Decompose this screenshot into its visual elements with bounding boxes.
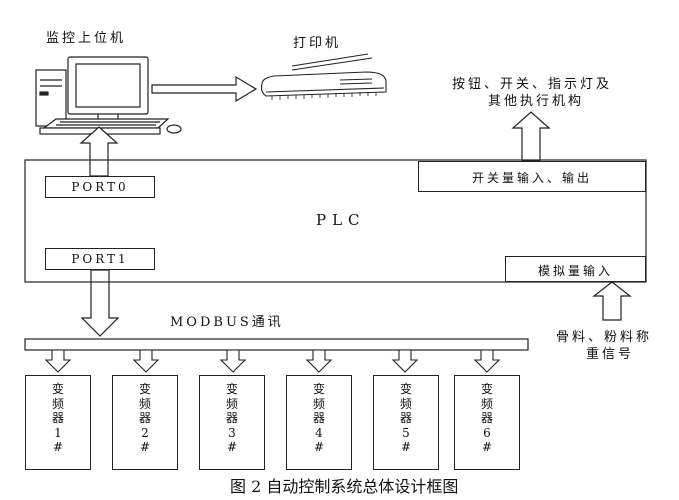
host-label: 监控上位机 (46, 31, 127, 46)
vfd-box-6: 变 频 器 6 # (454, 375, 520, 470)
analog-input-label: 模拟量输入 (537, 264, 613, 278)
port1-bus-arrow (80, 269, 120, 337)
io-devices-label-line1: 按钮、开关、指示灯及 (452, 77, 613, 92)
vfd-box-1: 变 频 器 1 # (25, 375, 91, 470)
drop-arrow-3 (219, 349, 247, 373)
vfd-6-char1: 变 (480, 382, 493, 396)
vfd-box-5: 变 频 器 5 # (373, 375, 439, 470)
vfd-6-number: 6 (483, 425, 491, 440)
vfd-5-char1: 变 (399, 382, 412, 396)
vfd-4-char1: 变 (312, 382, 325, 396)
vfd-1-hash: # (52, 440, 64, 454)
vfd-5-char3: 器 (399, 411, 412, 425)
port0-label: PORT0 (71, 180, 129, 194)
vfd-3-char3: 器 (225, 411, 238, 425)
vfd-1-char3: 器 (51, 411, 64, 425)
vfd-2-number: 2 (141, 425, 149, 440)
digital-io-box: 开关量输入、输出 (418, 161, 646, 192)
vfd-2-char1: 变 (138, 382, 151, 396)
vfd-4-number: 4 (315, 425, 323, 440)
vfd-2-char2: 频 (138, 396, 151, 411)
vfd-2-hash: # (139, 440, 151, 454)
port1-box: PORT1 (45, 248, 155, 270)
drop-arrow-6 (473, 349, 501, 373)
vfd-5-char2: 频 (399, 396, 412, 411)
vfd-3-char2: 频 (225, 396, 238, 411)
drop-arrow-2 (132, 349, 160, 373)
digital-io-label: 开关量输入、输出 (471, 171, 592, 185)
vfd-5-number: 5 (402, 425, 410, 440)
host-to-printer-arrow (151, 75, 258, 103)
vfd-box-3: 变 频 器 3 # (199, 375, 265, 470)
vfd-4-char3: 器 (312, 411, 325, 425)
vfd-1-char2: 频 (51, 396, 64, 411)
vfd-3-number: 3 (228, 425, 236, 440)
vfd-1-number: 1 (54, 425, 62, 440)
port0-box: PORT0 (45, 176, 155, 198)
vfd-4-char2: 频 (312, 396, 325, 411)
vfd-6-hash: # (481, 440, 493, 454)
vfd-box-2: 变 频 器 2 # (112, 375, 178, 470)
analog-input-box: 模拟量输入 (505, 256, 646, 282)
vfd-2-char3: 器 (138, 411, 151, 425)
vfd-6-char2: 频 (480, 396, 493, 411)
port1-label: PORT1 (71, 252, 129, 266)
figure-caption: 图 2 自动控制系统总体设计框图 (230, 477, 459, 496)
modbus-label: MODBUS通讯 (170, 315, 284, 330)
analog-input-arrow (592, 281, 632, 321)
vfd-3-hash: # (226, 440, 238, 454)
vfd-4-hash: # (313, 440, 325, 454)
drop-arrow-5 (391, 349, 419, 373)
drop-arrow-4 (305, 349, 333, 373)
io-devices-label-line2: 其他执行机构 (488, 94, 585, 109)
weigh-signal-label-line2: 重信号 (586, 347, 635, 362)
weigh-signal-label-line1: 骨料、粉料称 (556, 330, 653, 345)
io-output-arrow (511, 111, 551, 162)
port0-uplink-arrow (79, 126, 119, 177)
vfd-box-4: 变 频 器 4 # (286, 375, 352, 470)
printer-label: 打印机 (293, 36, 342, 51)
vfd-5-hash: # (400, 440, 412, 454)
vfd-6-char3: 器 (480, 411, 493, 425)
modbus-bus-bar (24, 338, 529, 351)
computer-icon (35, 56, 182, 135)
vfd-1-char1: 变 (51, 382, 64, 396)
plc-label: PLC (316, 211, 366, 229)
drop-arrow-1 (44, 349, 72, 373)
plc-block (24, 159, 647, 283)
printer-icon (260, 53, 387, 100)
vfd-3-char1: 变 (225, 382, 238, 396)
